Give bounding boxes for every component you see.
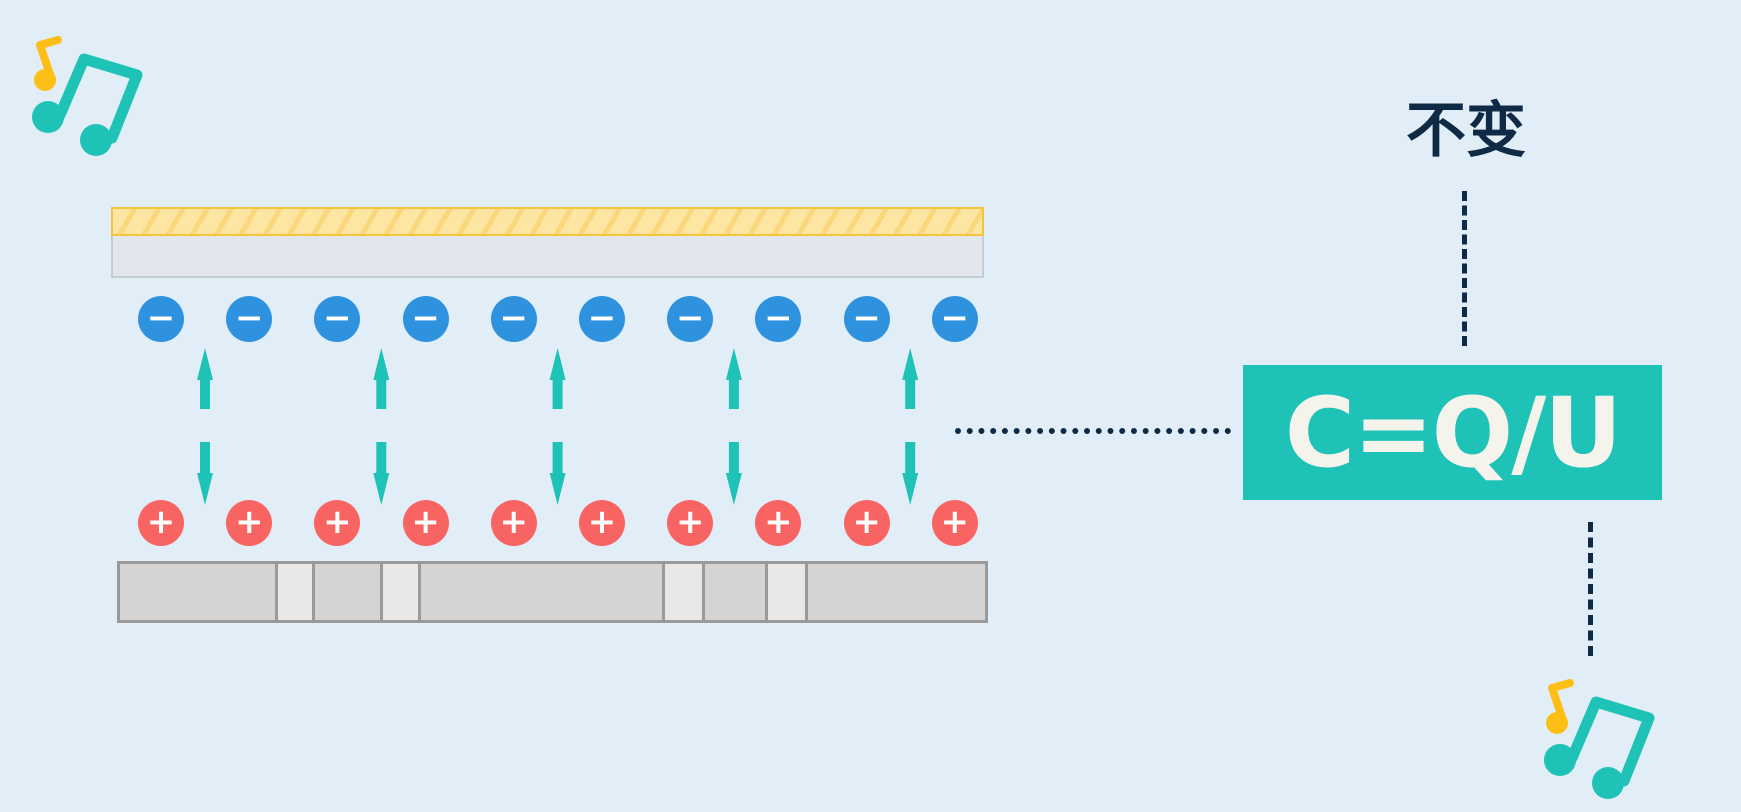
music-note-icon xyxy=(32,36,143,156)
positive-charge: + xyxy=(226,500,273,546)
negative-charge: − xyxy=(579,296,625,342)
formula-text: C=Q/U xyxy=(1284,376,1623,489)
field-arrow-down xyxy=(197,442,213,505)
field-arrow-down xyxy=(725,442,742,505)
bottom-plate xyxy=(117,561,988,623)
negative-charge: − xyxy=(490,296,537,342)
field-arrow-up xyxy=(373,348,390,409)
negative-charge: − xyxy=(667,296,714,342)
field-arrow-up xyxy=(197,348,213,409)
plate-segment xyxy=(662,564,705,620)
positive-charge: + xyxy=(931,500,978,546)
positive-charge: + xyxy=(490,500,537,546)
negative-charge: − xyxy=(755,296,802,342)
positive-charge: + xyxy=(402,500,449,546)
unchanged-label: 不变 xyxy=(1406,96,1526,166)
positive-charge: + xyxy=(755,500,802,546)
formula-box: C=Q/U xyxy=(1243,365,1662,500)
negative-charge: − xyxy=(314,296,361,342)
positive-charge: + xyxy=(314,500,361,546)
connector-line xyxy=(955,428,1231,434)
field-arrow-down xyxy=(549,442,566,505)
negative-charge: − xyxy=(843,296,890,342)
top-plate xyxy=(111,236,984,278)
field-arrow-up xyxy=(725,348,742,409)
positive-charge: + xyxy=(667,500,714,546)
field-arrow-up xyxy=(902,348,919,409)
negative-charge: − xyxy=(931,296,978,342)
connector-line xyxy=(1462,191,1467,346)
negative-charge: − xyxy=(226,296,273,342)
negative-charge: − xyxy=(402,296,449,342)
negative-charge: − xyxy=(138,296,184,342)
music-note-icon xyxy=(1544,679,1655,799)
plate-segment xyxy=(380,564,421,620)
plate-segment xyxy=(275,564,315,620)
connector-line xyxy=(1588,522,1593,656)
field-arrow-up xyxy=(549,348,566,409)
field-arrow-down xyxy=(902,442,919,505)
positive-charge: + xyxy=(138,500,184,546)
top-plate-coating xyxy=(111,207,984,236)
positive-charge: + xyxy=(579,500,625,546)
plate-segment xyxy=(765,564,808,620)
field-arrow-down xyxy=(373,442,390,505)
positive-charge: + xyxy=(843,500,890,546)
